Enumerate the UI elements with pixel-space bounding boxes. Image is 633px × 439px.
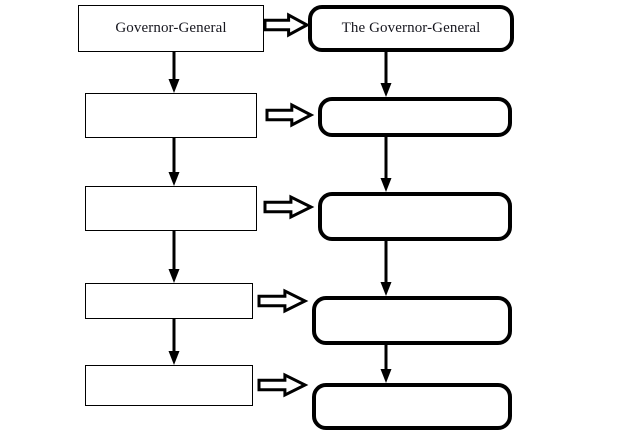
node-label: Governor-General: [115, 19, 227, 36]
block-arrow-right-icon: [257, 288, 309, 314]
node-right-2[interactable]: [318, 97, 512, 137]
block-arrow-right-icon: [263, 194, 315, 220]
node-right-5[interactable]: [312, 383, 512, 430]
node-left-3[interactable]: [85, 186, 257, 231]
node-right-4[interactable]: [312, 296, 512, 345]
arrow-down-icon: [165, 319, 183, 365]
node-left-4[interactable]: [85, 283, 253, 319]
node-left-5[interactable]: [85, 365, 253, 406]
arrow-down-icon: [377, 241, 395, 296]
block-arrow-right-icon: [257, 372, 309, 398]
node-label: The Governor-General: [341, 19, 481, 36]
node-right-3[interactable]: [318, 192, 512, 241]
arrow-down-icon: [165, 231, 183, 283]
arrow-down-icon: [165, 138, 183, 186]
arrow-down-icon: [377, 52, 395, 97]
arrow-down-icon: [377, 345, 395, 383]
block-arrow-right-icon: [265, 102, 315, 128]
arrow-down-icon: [377, 137, 395, 192]
node-left-2[interactable]: [85, 93, 257, 138]
node-left-1[interactable]: Governor-General: [78, 5, 264, 52]
block-arrow-right-icon: [263, 12, 311, 38]
arrow-down-icon: [165, 52, 183, 93]
node-right-1[interactable]: The Governor-General: [308, 5, 514, 52]
